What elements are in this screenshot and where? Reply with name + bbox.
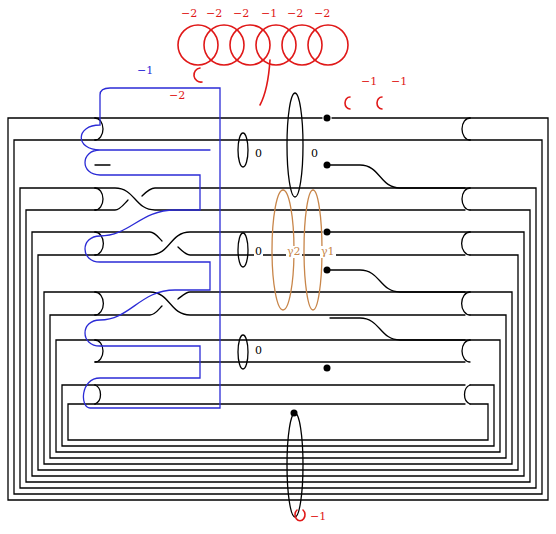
framing-label: −1 [390, 76, 408, 88]
framing-label: −2 [180, 8, 198, 20]
framing-label: γ1 [320, 246, 336, 258]
framing-label: −2 [286, 8, 304, 20]
framing-label: −1 [309, 511, 327, 523]
framing-label: −1 [360, 76, 378, 88]
framing-label: −1 [260, 8, 278, 20]
framing-label: 0 [254, 246, 263, 258]
framing-label: −1 [136, 65, 154, 77]
framing-label: −2 [232, 8, 250, 20]
framing-label: 0 [254, 345, 263, 357]
framing-label: 0 [310, 148, 319, 160]
framing-label: 0 [254, 148, 263, 160]
framing-label: γ2 [286, 246, 302, 258]
framing-label: −2 [168, 90, 186, 102]
framing-label: −2 [205, 8, 223, 20]
framing-label: −2 [313, 8, 331, 20]
